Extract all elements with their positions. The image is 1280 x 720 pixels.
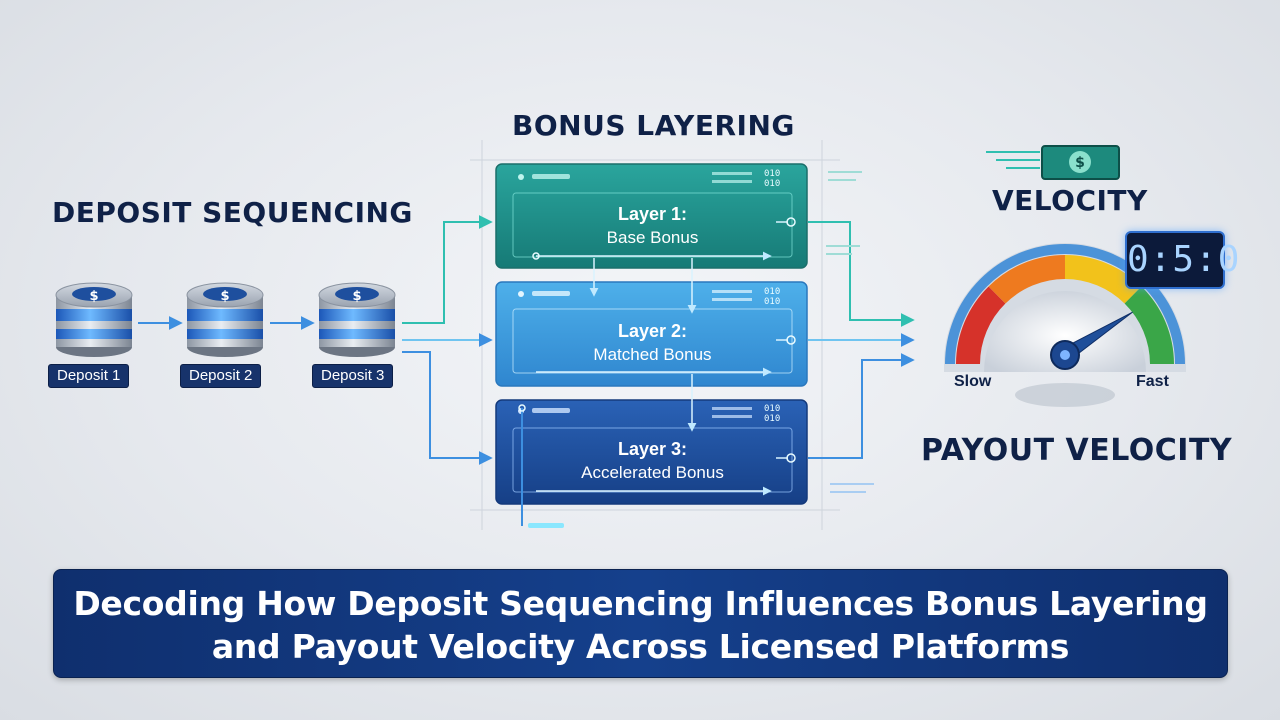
layer-panel-1 [495, 163, 808, 269]
gauge-segment-yellow [1064, 255, 1142, 304]
deposit-cylinder-3 [318, 282, 396, 357]
layer-2-subtitle: Matched Bonus [593, 345, 712, 364]
deposit-cylinder-2 [186, 282, 264, 357]
layer-flow-connectors [521, 221, 788, 526]
velocity-heading: VELOCITY [992, 184, 1148, 217]
gauge-needle [1050, 311, 1133, 370]
svg-text:010: 010 [764, 404, 780, 414]
deposit-label-2: Deposit 2 [180, 364, 262, 388]
caption-line-2: and Payout Velocity Across Licensed Plat… [211, 627, 1070, 666]
deposit-label-1: Deposit 1 [48, 364, 130, 388]
dollar-icon: $ [89, 289, 98, 304]
deposit-cylinder-1 [55, 282, 133, 357]
deposit-label-3: Deposit 3 [312, 364, 394, 388]
dollar-icon: $ [220, 289, 229, 304]
gauge-segment-red [956, 286, 1006, 365]
layer-1-text: Layer 1: Base Bonus [513, 204, 792, 248]
svg-text:010: 010 [764, 169, 780, 179]
layer-2-title: Layer 2: [617, 321, 688, 341]
dollar-icon: $ [352, 289, 361, 304]
svg-text:010: 010 [764, 297, 780, 307]
caption-line-1: Decoding How Deposit Sequencing Influenc… [73, 584, 1208, 623]
bonus-layering-heading: BONUS LAYERING [512, 109, 795, 142]
payout-velocity-heading: PAYOUT VELOCITY [921, 433, 1233, 468]
layer-3-subtitle: Accelerated Bonus [581, 463, 724, 482]
svg-text:010: 010 [764, 414, 780, 424]
gauge-segment-orange [988, 255, 1066, 304]
layer-output-nodes [518, 217, 796, 463]
timer-display: 0:5:0 [1125, 231, 1239, 289]
deposit-sequencing-heading: DEPOSIT SEQUENCING [52, 196, 413, 229]
layer-3-title: Layer 3: [617, 439, 688, 459]
layer-3-text: Layer 3: Accelerated Bonus [513, 439, 792, 483]
layer-1-subtitle: Base Bonus [606, 228, 699, 247]
layer-2-text: Layer 2: Matched Bonus [513, 321, 792, 365]
speed-lines [986, 151, 1040, 169]
svg-text:010: 010 [764, 287, 780, 297]
decor-dashes [830, 483, 874, 493]
gauge-fast-label: Fast [1136, 373, 1169, 390]
caption-text: Decoding How Deposit Sequencing Influenc… [54, 582, 1227, 668]
output-arrows [808, 221, 915, 459]
svg-text:010: 010 [764, 179, 780, 189]
dollar-bill-icon [1041, 145, 1120, 180]
bill-dollar-sign: $ [1075, 155, 1085, 171]
gauge-slow-label: Slow [954, 373, 992, 390]
layer-panel-3 [495, 399, 808, 505]
caption-banner: Decoding How Deposit Sequencing Influenc… [53, 569, 1228, 678]
layer-1-title: Layer 1: [617, 204, 688, 224]
decor-dashes [826, 171, 862, 255]
branch-arrows [402, 215, 493, 465]
gauge-segment-green [1124, 286, 1174, 365]
layer-panel-2 [495, 281, 808, 387]
glow-bar [528, 523, 564, 528]
